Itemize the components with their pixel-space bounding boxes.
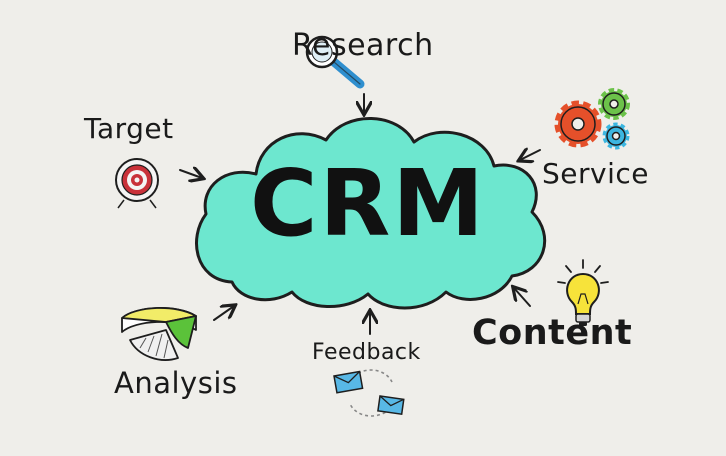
node-label-service: Service [542, 157, 649, 190]
envelopes-icon [333, 369, 405, 417]
pie-chart-icon [121, 307, 197, 361]
node-label-target: Target [84, 112, 174, 145]
arrow-target [179, 170, 202, 178]
magnifying-glass-icon [305, 35, 365, 89]
node-label-research: Research [292, 28, 434, 63]
gears-icon [554, 88, 630, 150]
arrow-service [520, 150, 541, 160]
crm-cloud [195, 117, 547, 310]
arrow-analysis [213, 306, 234, 321]
arrow-content [514, 288, 531, 307]
node-label-analysis: Analysis [114, 366, 238, 400]
lightbulb-icon [557, 259, 609, 326]
connector-arrows [179, 93, 541, 335]
node-label-feedback: Feedback [312, 340, 421, 365]
bullseye-target-icon [115, 158, 159, 209]
crm-title: CRM [250, 150, 486, 257]
node-label-content: Content [472, 313, 633, 353]
